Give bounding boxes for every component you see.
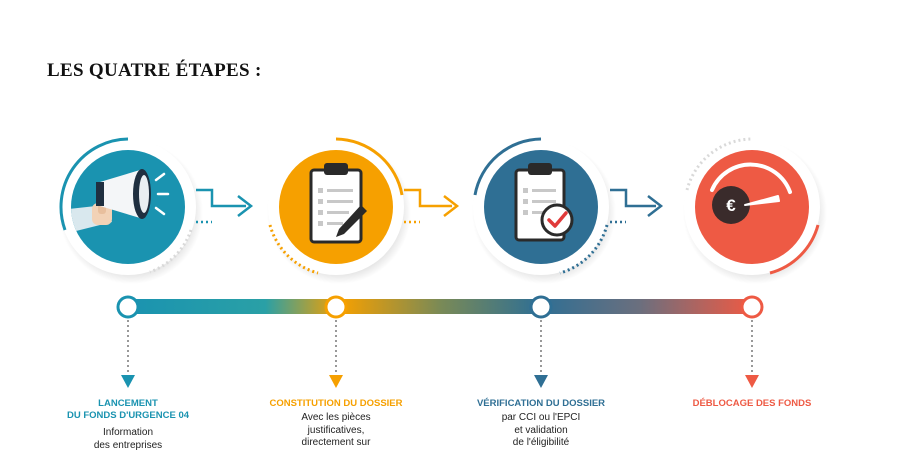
step-4-node: €	[683, 139, 827, 284]
step-4-label-line-1: DÉBLOCAGE DES FONDS	[667, 398, 837, 410]
step-1-label-line-2: DU FONDS D'URGENCE 04	[43, 410, 213, 422]
timeline-node-3	[531, 297, 551, 317]
step-3-node	[472, 139, 616, 284]
step-1-desc-line-1: Information	[53, 427, 203, 440]
step-3-desc-line-2: et validation	[466, 425, 616, 438]
timeline-node-2	[326, 297, 346, 317]
step-2-desc-line-1: Avec les pièces	[261, 412, 411, 425]
step-2-description: Avec les pièces justificatives, directem…	[261, 412, 411, 450]
step-3-desc-line-3: de l'éligibilité	[466, 437, 616, 450]
timeline-node-4	[742, 297, 762, 317]
step-4-label: DÉBLOCAGE DES FONDS	[667, 398, 837, 410]
down-arrow-icon	[121, 375, 135, 388]
arrow-1-icon	[196, 190, 251, 222]
timeline-node-1	[118, 297, 138, 317]
down-arrow-icon	[534, 375, 548, 388]
down-arrow-icon	[745, 375, 759, 388]
connector-3	[534, 320, 548, 388]
step-3-description: par CCI ou l'EPCI et validation de l'éli…	[466, 412, 616, 450]
arrow-3-icon	[610, 190, 661, 222]
step-1-node	[59, 139, 203, 284]
connector-2	[329, 320, 343, 388]
connector-4	[745, 320, 759, 388]
step-1-label: LANCEMENT DU FONDS D'URGENCE 04	[43, 398, 213, 422]
step-2-desc-line-3: directement sur	[261, 437, 411, 450]
step-1-desc-line-2: des entreprises	[53, 440, 203, 452]
down-arrow-icon	[329, 375, 343, 388]
step-2-node	[267, 139, 411, 284]
step-1-description: Information des entreprises	[53, 427, 203, 452]
clipboard-pen-icon	[311, 163, 367, 242]
arrow-2-icon	[404, 190, 457, 222]
step-1-label-line-1: LANCEMENT	[43, 398, 213, 410]
svg-text:€: €	[726, 196, 736, 215]
timeline-bar	[128, 299, 752, 314]
step-3-desc-line-1: par CCI ou l'EPCI	[466, 412, 616, 425]
step-2-label: CONSTITUTION DU DOSSIER	[251, 398, 421, 410]
step-2-desc-line-2: justificatives,	[261, 425, 411, 438]
clipboard-check-icon	[516, 163, 572, 240]
step-3-label-line-1: VÉRIFICATION DU DOSSIER	[456, 398, 626, 410]
step-3-label: VÉRIFICATION DU DOSSIER	[456, 398, 626, 410]
connector-1	[121, 320, 135, 388]
step-2-label-line-1: CONSTITUTION DU DOSSIER	[251, 398, 421, 410]
